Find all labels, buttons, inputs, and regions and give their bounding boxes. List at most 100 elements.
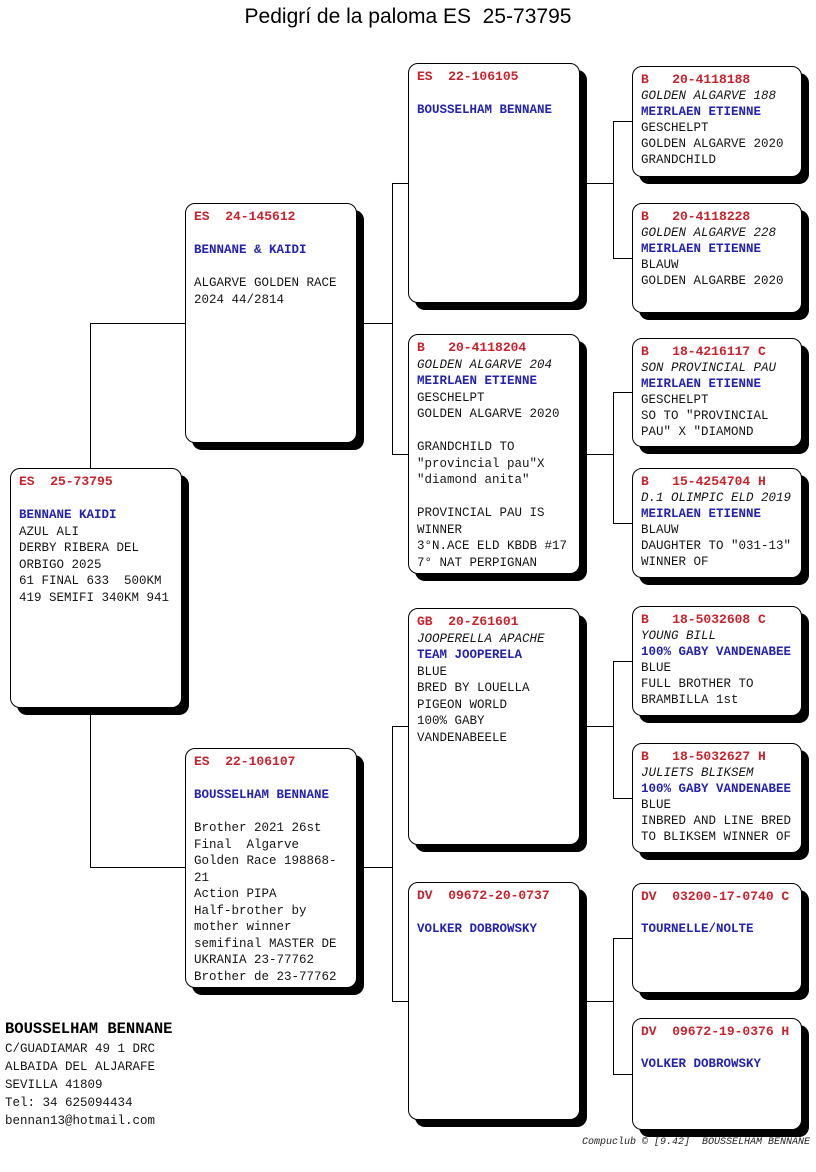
- box-line: GRANDCHILD TO: [417, 440, 515, 454]
- box-line: [417, 86, 574, 103]
- box-line: INBRED AND LINE BRED: [641, 814, 792, 828]
- box-line: Golden Race 198868-: [194, 854, 337, 868]
- box-line: BLAUW: [641, 523, 679, 537]
- box-line: [194, 804, 351, 821]
- connector-line: [580, 454, 613, 455]
- box-line: BRED BY LOUELLA: [417, 681, 530, 695]
- owner-name: BOUSSELHAM BENNANE: [5, 1020, 173, 1038]
- box-line: PIGEON WORLD: [417, 697, 508, 712]
- box-line: BRAMBILLA 1st: [641, 693, 739, 707]
- connector-line: [580, 726, 613, 727]
- box-line: GOLDEN ALGARVE 204: [417, 357, 553, 372]
- ring-number: B 18-5032627 H: [641, 749, 766, 764]
- box-line: MEIRLAEN ETIENNE: [641, 105, 762, 119]
- ring-number: ES 24-145612: [194, 209, 296, 224]
- box-line: TO BLIKSEM WINNER OF: [641, 830, 792, 844]
- software-credit: Compuclub © [9.42] BOUSSELHAM BENNANE: [581, 1137, 810, 1148]
- box-line: 3°N.ACE ELD KBDB #17: [417, 539, 568, 553]
- connector-line: [613, 121, 632, 122]
- box-line: 100% GABY: [417, 714, 485, 728]
- box-line: Brother de 23-77762: [194, 969, 337, 984]
- box-line: BOUSSELHAM BENNANE: [194, 788, 330, 802]
- pedigree-box-dv-09672-20-0737: DV 09672-20-0737 VOLKER DOBROWSKY: [408, 882, 580, 1120]
- box-line: GRANDCHILD: [641, 153, 717, 167]
- ring-number: B 18-4216117 C: [641, 344, 766, 359]
- ring-number: GB 20-Z61601: [417, 614, 519, 629]
- box-line: MEIRLAEN ETIENNE: [641, 377, 762, 391]
- box-line: Brother 2021 26st: [194, 821, 322, 835]
- connector-line: [580, 1001, 613, 1002]
- connector-line: [613, 392, 632, 393]
- box-line: BLUE: [417, 664, 448, 679]
- pedigree-box-b-18-4216117-c: B 18-4216117 C SON PROVINCIAL PAU MEIRLAE…: [632, 338, 802, 447]
- connector-line: [613, 121, 614, 258]
- box-line: Half-brother by: [194, 903, 307, 918]
- box-line: GOLDEN ALGARVE 188: [641, 89, 777, 103]
- box-line: 2024 44/2814: [194, 292, 285, 307]
- box-lines: TOURNELLE/NOLTE: [641, 905, 796, 937]
- box-line: YOUNG BILL: [641, 629, 717, 643]
- box-line: MEIRLAEN ETIENNE: [641, 507, 762, 521]
- connector-line: [613, 798, 632, 799]
- connector-line: [580, 183, 613, 184]
- box-line: DAUGHTER TO "031-13": [641, 539, 792, 553]
- box-line: 419 SEMIFI 340KM 941: [19, 590, 170, 605]
- box-line: 100% GABY VANDENABEE: [641, 782, 792, 796]
- box-line: FULL BROTHER TO: [641, 677, 754, 691]
- box-line: WINNER OF: [641, 555, 709, 569]
- ring-number: ES 22-106107: [194, 754, 296, 769]
- connector-line: [613, 661, 614, 798]
- box-line: mother winner: [194, 920, 292, 934]
- box-line: GOLDEN ALGARVE 228: [641, 226, 777, 240]
- box-line: Final Algarve: [194, 837, 300, 852]
- ring-number: ES 25-73795: [19, 474, 113, 489]
- box-line: Action PIPA: [194, 887, 277, 901]
- box-line: ORBIGO 2025: [19, 557, 102, 572]
- connector-line: [613, 938, 632, 939]
- connector-line: [392, 726, 393, 1001]
- box-line: VOLKER DOBROWSKY: [641, 1057, 762, 1071]
- owner-address: ALBAIDA DEL ALJARAFE: [5, 1060, 156, 1074]
- connector-line: [90, 323, 91, 468]
- ring-number: B 20-4118228: [641, 209, 751, 224]
- pedigree-box-dv-03200-17-0740-c: DV 03200-17-0740 C TOURNELLE/NOLTE: [632, 883, 802, 993]
- connector-line: [613, 392, 614, 523]
- box-line: GOLDEN ALGARVE 2020: [641, 137, 784, 151]
- box-line: [641, 905, 796, 921]
- box-line: DERBY RIBERA DEL: [19, 541, 140, 555]
- owner-email: bennan13@hotmail.com: [5, 1114, 156, 1128]
- connector-line: [613, 938, 614, 1074]
- box-line: SO TO "PROVINCIAL: [641, 409, 769, 423]
- connector-line: [613, 661, 632, 662]
- box-line: "diamond anita": [417, 473, 530, 487]
- box-line: [194, 771, 351, 788]
- box-line: 21: [194, 870, 210, 885]
- box-lines: VOLKER DOBROWSKY: [417, 905, 574, 938]
- box-line: GESCHELPT: [417, 390, 485, 405]
- box-line: SON PROVINCIAL PAU: [641, 361, 777, 375]
- box-line: BLUE: [641, 798, 672, 812]
- owner-address: C/GUADIAMAR 49 1 DRC: [5, 1042, 156, 1056]
- box-line: semifinal MASTER DE: [194, 936, 337, 951]
- box-line: TOURNELLE/NOLTE: [641, 922, 754, 936]
- box-line: PROVINCIAL PAU IS: [417, 506, 545, 520]
- owner-phone: Tel: 34 625094434: [5, 1096, 133, 1110]
- ring-number: B 18-5032608 C: [641, 612, 766, 627]
- box-line: MEIRLAEN ETIENNE: [417, 374, 538, 388]
- ring-number: DV 09672-19-0376 H: [641, 1024, 790, 1039]
- pedigree-box-es-22-106107: ES 22-106107 BOUSSELHAM BENNANE Brother …: [185, 748, 357, 988]
- ring-number: DV 03200-17-0740 C: [641, 889, 790, 904]
- box-line: TEAM JOOPERELA: [417, 648, 523, 662]
- connector-line: [90, 323, 185, 324]
